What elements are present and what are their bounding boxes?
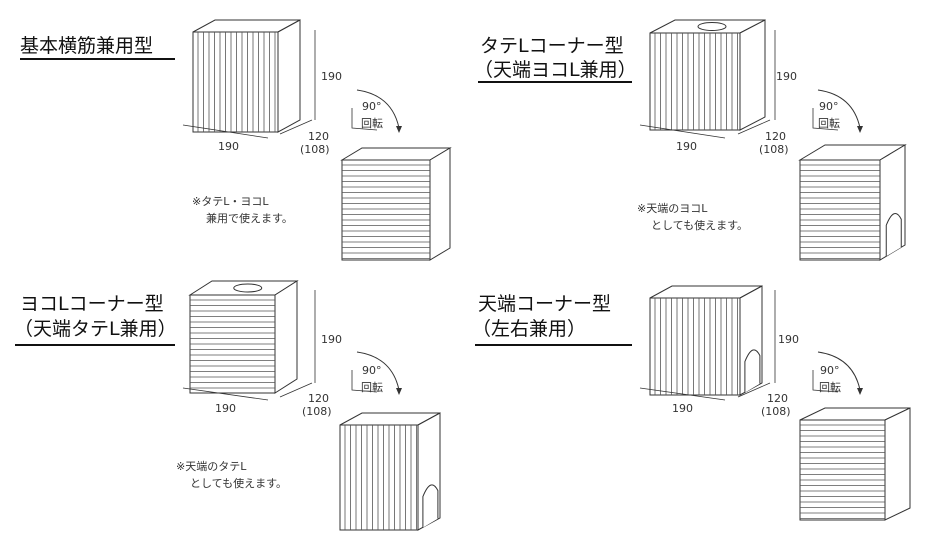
block-side-face xyxy=(274,280,298,394)
rotation-bracket xyxy=(812,108,839,131)
note-line-2: としても使えます。 xyxy=(190,477,287,490)
rotation-arrow xyxy=(817,351,861,391)
rotation-angle: 90° xyxy=(362,100,382,113)
dimension-line xyxy=(182,387,269,401)
rotation-label: 回転 xyxy=(361,381,383,394)
depth-alt-dim: (108) xyxy=(759,143,789,156)
dimension-line xyxy=(182,124,269,139)
block-side-face xyxy=(884,407,911,521)
depth-dim: 120 xyxy=(308,392,329,405)
rotation-arrow xyxy=(356,89,400,129)
panel-basic-type: 基本横筋兼用型 190 190 120 (108) 90° 回転 ※タテL・ヨコ… xyxy=(20,19,452,261)
block-front-face xyxy=(649,32,741,131)
block-rotated-view xyxy=(339,351,441,531)
block-front-face xyxy=(649,297,741,396)
height-dim: 190 xyxy=(776,70,797,83)
rotation-label: 回転 xyxy=(361,117,383,130)
block-front-face xyxy=(799,419,886,521)
block-rotated-view xyxy=(798,89,907,261)
top-hole xyxy=(233,283,263,293)
height-dim: 190 xyxy=(321,333,342,346)
panel-subtitle: （左右兼用） xyxy=(472,318,586,340)
depth-alt-dim: (108) xyxy=(300,143,330,156)
panel-subtitle: （天端ヨコL兼用） xyxy=(474,59,637,81)
block-front-face xyxy=(192,31,279,133)
block-rotated-view xyxy=(799,351,911,521)
dimension-line xyxy=(279,119,313,135)
side-arch xyxy=(422,484,439,528)
side-arch xyxy=(744,349,761,393)
dimension-line xyxy=(279,382,313,398)
rotation-angle: 90° xyxy=(819,100,839,113)
rotation-label: 回転 xyxy=(818,117,840,130)
arrow-head-icon xyxy=(396,388,402,395)
panel-subtitle: （天端タテL兼用） xyxy=(14,318,177,340)
panel-horizontal-corner-type: ヨコLコーナー型 （天端タテL兼用） 190 190 120 (108) 90°… xyxy=(14,280,441,531)
note-line-1: ※天端のヨコL xyxy=(637,202,708,215)
depth-dim: 120 xyxy=(308,130,329,143)
block-front-view xyxy=(639,285,776,401)
panel-title: 基本横筋兼用型 xyxy=(20,35,153,57)
depth-dim: 120 xyxy=(765,130,786,143)
block-side-face xyxy=(277,19,301,133)
block-front-view xyxy=(182,280,316,401)
dimension-line xyxy=(639,387,726,401)
depth-alt-dim: (108) xyxy=(302,405,332,418)
width-dim: 190 xyxy=(672,402,693,415)
arrow-head-icon xyxy=(857,388,863,395)
width-dim: 190 xyxy=(218,140,239,153)
note-line-2: としても使えます。 xyxy=(651,219,748,232)
panel-top-corner-type: 天端コーナー型 （左右兼用） 190 190 120 (108) 90° 回転 xyxy=(472,285,911,521)
block-front-face xyxy=(341,159,431,261)
note-line-1: ※タテL・ヨコL xyxy=(192,195,269,208)
dimension-line xyxy=(737,119,771,135)
width-dim: 190 xyxy=(215,402,236,415)
height-dim: 190 xyxy=(778,333,799,346)
side-arch xyxy=(885,213,902,257)
block-rotated-view xyxy=(340,89,452,261)
top-hole xyxy=(697,22,727,31)
note-line-2: 兼用で使えます。 xyxy=(206,212,293,225)
rotation-label: 回転 xyxy=(819,381,841,394)
rotation-arrow xyxy=(817,89,861,129)
arrow-head-icon xyxy=(857,126,863,133)
block-side-face xyxy=(739,19,766,131)
block-front-face xyxy=(339,424,419,531)
depth-dim: 120 xyxy=(767,392,788,405)
panel-title: タテLコーナー型 xyxy=(480,35,624,57)
rotation-angle: 90° xyxy=(362,364,382,377)
rotation-arrow xyxy=(356,351,400,391)
arrow-head-icon xyxy=(396,126,402,133)
panel-vertical-corner-type: タテLコーナー型 （天端ヨコL兼用） 190 190 120 (108) 90°… xyxy=(474,19,907,261)
dimension-line xyxy=(737,382,771,398)
rotation-bracket xyxy=(351,370,378,393)
note-line-1: ※天端のタテL xyxy=(176,460,247,473)
dimension-line xyxy=(639,124,726,139)
height-dim: 190 xyxy=(321,70,342,83)
panel-title: 天端コーナー型 xyxy=(478,293,611,315)
panel-title: ヨコLコーナー型 xyxy=(20,293,164,315)
rotation-angle: 90° xyxy=(820,364,840,377)
width-dim: 190 xyxy=(676,140,697,153)
block-front-view xyxy=(639,19,776,139)
rotation-bracket xyxy=(351,108,378,131)
rotation-bracket xyxy=(812,370,839,393)
block-front-face xyxy=(799,159,881,261)
block-side-face xyxy=(429,147,451,261)
depth-alt-dim: (108) xyxy=(761,405,791,418)
block-front-view xyxy=(182,19,316,139)
